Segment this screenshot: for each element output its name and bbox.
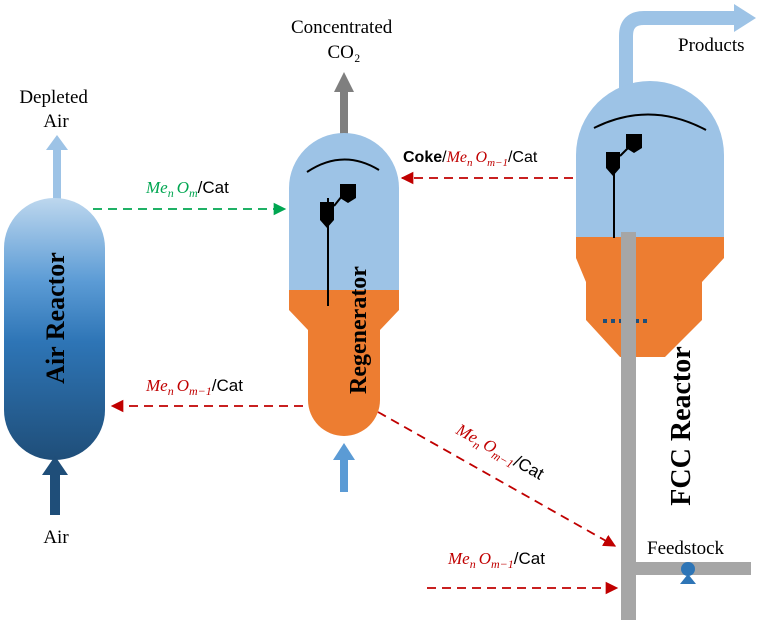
regenerator-upper-zone bbox=[289, 133, 399, 290]
feedstock-label: Feedstock bbox=[647, 538, 725, 559]
fcc-reactor-label: FCC Reactor bbox=[666, 346, 697, 505]
air-label: Air bbox=[43, 527, 69, 548]
air-reactor-vessel bbox=[4, 198, 105, 460]
regenerator-dome-arc bbox=[306, 158, 380, 173]
labels: Depleted Air Concentrated CO₂ Products A… bbox=[19, 17, 744, 571]
regenerator-lower-zone bbox=[289, 290, 399, 436]
air-reactor-label: Air Reactor bbox=[41, 252, 70, 384]
fcc-dome-arc bbox=[593, 113, 707, 131]
cyclone-icon bbox=[320, 184, 356, 306]
fcc-reactor: FCC Reactor bbox=[576, 4, 756, 620]
concentrated-co2-label: Concentrated CO₂ bbox=[291, 17, 397, 63]
products-label: Products bbox=[678, 35, 745, 56]
regenerator-inlet-arrow bbox=[333, 443, 355, 492]
regenerator-label: Regenerator bbox=[346, 266, 372, 394]
feed-nozzle-icon bbox=[680, 562, 696, 584]
flow-arrows bbox=[93, 171, 619, 595]
air-inlet-arrow bbox=[42, 456, 68, 515]
flow-regenerator-to-riser bbox=[377, 411, 617, 547]
products-arrow-head bbox=[734, 4, 756, 32]
fcc-upper-zone bbox=[576, 81, 724, 237]
depleted-air-label: Depleted Air bbox=[19, 87, 92, 132]
regenerator: Regenerator bbox=[289, 72, 399, 492]
fcc-lower-zone bbox=[576, 237, 724, 357]
flow-label-regenerator-to-riser: MenOm−1/Cat bbox=[451, 419, 548, 486]
air-reactor: Air Reactor bbox=[4, 135, 105, 515]
products-pipe bbox=[619, 11, 735, 105]
depleted-air-arrow bbox=[46, 135, 68, 200]
riser-pipe bbox=[621, 232, 636, 620]
cyclone-icon bbox=[606, 134, 642, 238]
concentrated-co2-arrow bbox=[334, 72, 354, 138]
